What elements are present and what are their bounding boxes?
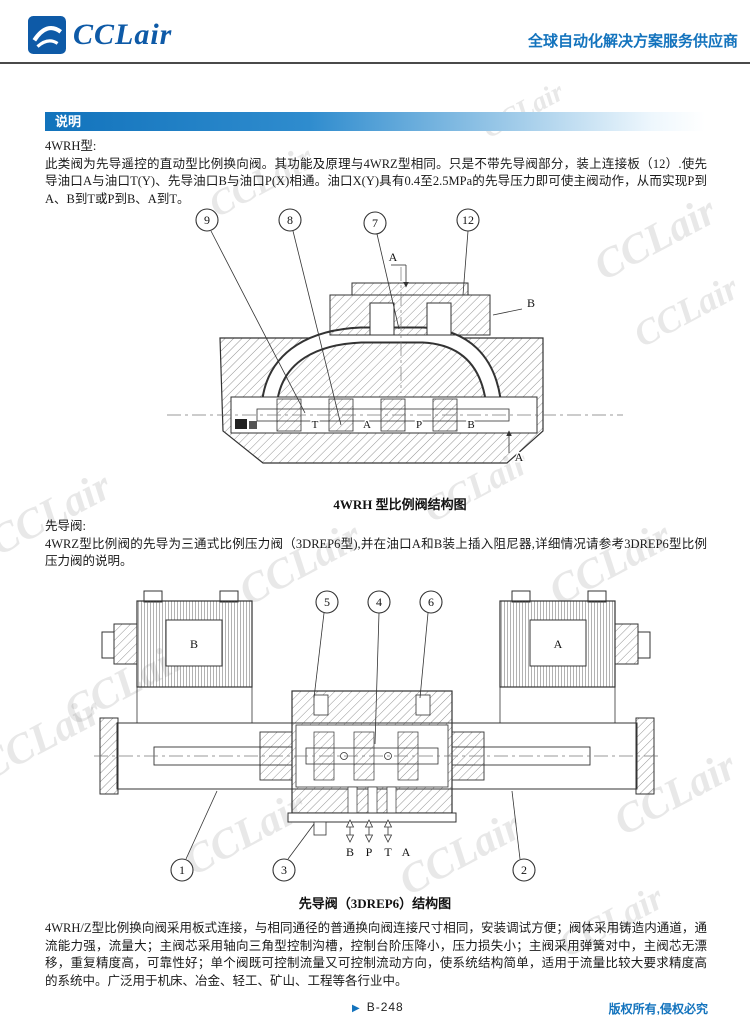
diagram1-caption: 4WRH 型比例阀结构图 xyxy=(333,497,467,512)
page-arrow-icon: ▶ xyxy=(352,1003,361,1014)
port-label-p: P xyxy=(416,419,422,431)
svg-text:2: 2 xyxy=(521,863,527,877)
callout-6: 6 xyxy=(419,590,443,699)
header-divider xyxy=(0,62,750,64)
logo-text: CCLair xyxy=(73,18,173,51)
callout-5: 5 xyxy=(313,590,339,699)
svg-text:4: 4 xyxy=(376,595,382,609)
valve-cross-section-diagram: T A P B A A B 9 8 7 12 xyxy=(167,208,623,466)
port-label-p: P xyxy=(366,845,373,859)
callout-1: 1 xyxy=(170,790,218,882)
svg-text:5: 5 xyxy=(324,595,330,609)
left-solenoid-label: B xyxy=(190,637,198,651)
callout-3: 3 xyxy=(272,823,315,882)
intro-paragraph: 4WRH型: 此类阀为先导遥控的直动型比例换向阀。其功能及原理与4WRZ型相同。… xyxy=(45,138,707,208)
svg-text:6: 6 xyxy=(428,595,434,609)
callout-8: 8 xyxy=(278,208,342,426)
port-label-t: T xyxy=(384,845,392,859)
port-label-t: T xyxy=(312,419,319,431)
section-mark-a-bottom: A xyxy=(515,450,524,464)
pilot-heading: 先导阀: xyxy=(45,519,86,533)
diagram2-caption: 先导阀（3DREP6）结构图 xyxy=(298,896,452,911)
company-slogan: 全球自动化解决方案服务供应商 xyxy=(527,33,738,50)
svg-text:7: 7 xyxy=(372,216,378,230)
right-solenoid-label: A xyxy=(554,637,563,651)
callout-4: 4 xyxy=(367,590,391,745)
watermark: CCLair xyxy=(627,267,745,355)
pilot-paragraph: 先导阀: 4WRZ型比例阀的先导为三通式比例压力阀（3DREP6型),并在油口A… xyxy=(45,518,707,571)
page-number: ▶ B-248 xyxy=(352,1000,404,1014)
subplate xyxy=(287,812,457,823)
intro-body: 此类阀为先导遥控的直动型比例换向阀。其功能及原理与4WRZ型相同。只是不带先导阀… xyxy=(45,156,707,206)
section-mark-a-top: A xyxy=(389,250,398,264)
port-flow-arrows xyxy=(345,819,393,843)
intro-heading: 4WRH型: xyxy=(45,139,97,153)
svg-text:8: 8 xyxy=(287,213,293,227)
svg-text:12: 12 xyxy=(462,213,474,227)
section-title-bar: 说明 xyxy=(45,112,705,131)
callout-12: 12 xyxy=(456,208,480,296)
section-title: 说明 xyxy=(55,114,82,129)
outro-paragraph: 4WRH/Z型比例换向阀采用板式连接，与相同通径的普通换向阀连接尺寸相同，安装调… xyxy=(45,920,707,990)
svg-text:1: 1 xyxy=(179,863,185,877)
callout-2: 2 xyxy=(511,790,536,882)
side-label-b: B xyxy=(527,296,535,310)
outro-body: 4WRH/Z型比例换向阀采用板式连接，与相同通径的普通换向阀连接尺寸相同，安装调… xyxy=(45,921,707,988)
port-label-a: A xyxy=(402,845,411,859)
callout-7: 7 xyxy=(363,211,400,330)
pilot-valve-diagram: B A xyxy=(94,590,660,882)
pilot-body: 4WRZ型比例阀的先导为三通式比例压力阀（3DREP6型),并在油口A和B装上插… xyxy=(45,536,707,569)
callout-9: 9 xyxy=(195,208,306,414)
page-number-text: B-248 xyxy=(366,1000,404,1014)
company-logo: CCLair xyxy=(28,16,172,54)
logo-swoosh-icon xyxy=(28,16,66,54)
port-label-b: B xyxy=(346,845,354,859)
watermark: CCLair xyxy=(477,76,570,145)
copyright-notice: 版权所有,侵权必究 xyxy=(608,1002,708,1016)
port-label-a: A xyxy=(363,419,371,431)
port-label-b: B xyxy=(467,419,474,431)
right-solenoid: A xyxy=(499,590,651,688)
seal xyxy=(235,419,247,429)
svg-text:3: 3 xyxy=(281,863,287,877)
svg-text:9: 9 xyxy=(204,213,210,227)
connection-plate xyxy=(329,294,491,336)
left-solenoid: B xyxy=(101,590,253,688)
